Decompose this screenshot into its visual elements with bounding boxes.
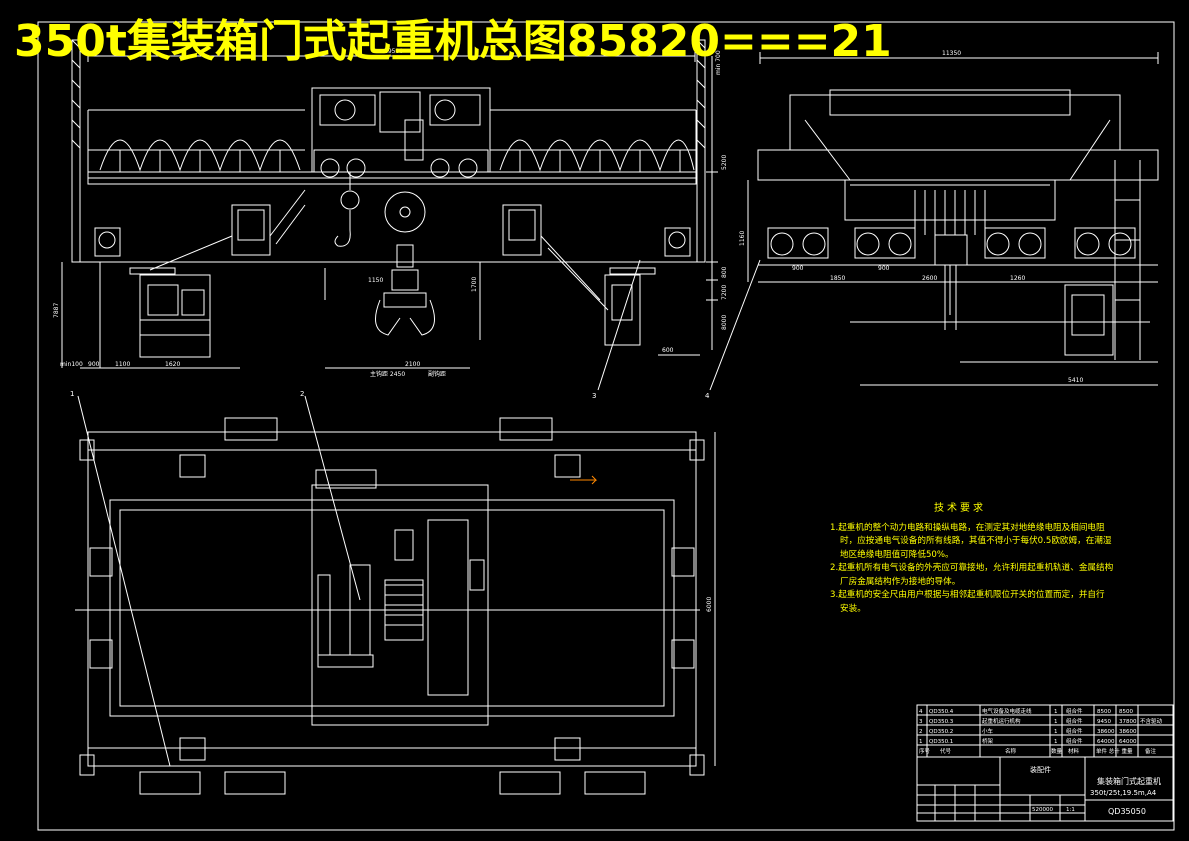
dim-front-right-h3: 8000 xyxy=(721,315,728,330)
bom-row-material: 组合件 xyxy=(1066,737,1083,745)
dim-side-2600: 2600 xyxy=(922,275,937,282)
dim-side-top: 11350 xyxy=(942,50,961,57)
bom-row-name: 电气设备及电缆走线 xyxy=(982,707,1032,715)
bom-row-name: 小车 xyxy=(982,727,994,735)
bom-row-w1: 9450 xyxy=(1097,719,1111,725)
tech-req-line: 安装。 xyxy=(840,603,866,614)
dim-front-min: min100 xyxy=(60,361,83,368)
dim-front-bottom-4: 1150 xyxy=(368,277,383,284)
bom-header-name: 名称 xyxy=(1005,747,1017,755)
dim-front-left-height: 7887 xyxy=(53,303,60,318)
tech-req-line: 3.起重机的安全尺由用户根据与相邻起重机限位开关的位置而定，并自行 xyxy=(830,590,1105,600)
bom-row-w1: 8500 xyxy=(1097,709,1111,715)
tech-req-line: 地区绝缘电阻值可降低50%。 xyxy=(840,549,954,560)
dim-side-900a: 900 xyxy=(792,265,804,272)
dim-front-right-height: 5200 xyxy=(721,155,728,170)
bom-row-material: 组合件 xyxy=(1066,727,1083,735)
bom-header-note: 备注 xyxy=(1145,747,1157,755)
orange-marker xyxy=(570,475,598,485)
callout-3: 3 xyxy=(592,392,596,400)
side-elevation-view xyxy=(747,52,1159,386)
title-block xyxy=(916,756,1174,822)
bom-header-material: 材料 xyxy=(1068,747,1080,755)
bom-header-weight: 单件 总计 重量 xyxy=(1096,747,1133,755)
bom-row-name: 桥架 xyxy=(982,737,994,745)
bom-row-qty: 1 xyxy=(1054,719,1058,725)
bom-row-qty: 1 xyxy=(1054,729,1058,735)
bom-row-code: QD350.3 xyxy=(929,719,954,725)
bom-row-code: QD350.1 xyxy=(929,739,953,745)
plan-view xyxy=(75,417,716,795)
bom-row-no: 3 xyxy=(919,719,923,725)
dim-side-1160: 1160 xyxy=(739,231,746,246)
bom-header-no: 序号 xyxy=(919,747,931,755)
drawing-border xyxy=(37,21,1175,831)
bom-header-qty: 数量 xyxy=(1051,747,1063,755)
bom-row-w2: 8500 xyxy=(1119,709,1133,715)
dim-front-label-right: 副钩距 xyxy=(428,370,446,378)
bom-row-code: QD350.2 xyxy=(929,729,953,735)
bom-row-material: 组合件 xyxy=(1066,717,1083,725)
callout-1: 1 xyxy=(70,390,74,398)
dim-side-1260: 1260 xyxy=(1010,275,1025,282)
bom-row-qty: 1 xyxy=(1054,739,1058,745)
callout-4: 4 xyxy=(705,392,710,400)
bom-row-w1: 38600 xyxy=(1097,729,1115,735)
tech-req-line: 2.起重机所有电气设备的外壳应可靠接地，允许利用起重机轨道、金属结构 xyxy=(830,563,1114,573)
bom-header-code: 代号 xyxy=(940,747,952,755)
dim-front-bottom-3: 1620 xyxy=(165,361,180,368)
dim-front-right-small: 800 xyxy=(721,266,728,278)
bom-row-w2: 37800 xyxy=(1119,719,1137,725)
drawing-title: 350t集装箱门式起重机总图85820===21 xyxy=(14,16,892,67)
bom-row-no: 4 xyxy=(919,709,923,715)
technical-requirements: 技术要求 1.起重机的整个动力电路和操纵电路，在测定其对地绝缘电阻及相间电阻 时… xyxy=(830,502,1130,616)
title-block-weight: 520000 xyxy=(1032,807,1053,813)
title-block-drawing-no: QD35050 xyxy=(1108,807,1146,816)
callout-2: 2 xyxy=(300,390,304,398)
bom-row-w1: 64000 xyxy=(1097,739,1115,745)
dim-side-bottom: 5410 xyxy=(1068,377,1083,384)
dim-side-900b: 900 xyxy=(878,265,890,272)
tech-req-line: 厂房金属结构作为接地的导体。 xyxy=(840,576,961,587)
bom-row-no: 1 xyxy=(919,739,923,745)
tech-req-line: 时，应按通电气设备的所有线路，其值不得小于每伏0.5欧欧姆，在潮湿 xyxy=(840,536,1112,546)
tech-req-line: 1.起重机的整个动力电路和操纵电路，在测定其对地绝缘电阻及相间电阻 xyxy=(830,522,1105,533)
dim-front-top-right: min 700 xyxy=(715,50,722,75)
front-elevation-view xyxy=(61,39,718,369)
dim-front-label-left: 主钩距 2450 xyxy=(370,370,405,378)
title-block-scale: 1:1 xyxy=(1066,807,1075,813)
dim-front-top: 19500 xyxy=(384,48,403,55)
title-block-spec: 350t/25t,19.5m,A4 xyxy=(1090,789,1157,797)
bom-row-code: QD350.4 xyxy=(929,709,954,715)
title-block-assembly: 装配件 xyxy=(1030,765,1051,774)
dim-front-bottom-2: 1100 xyxy=(115,361,130,368)
title-block-drawing-name: 集装箱门式起重机 xyxy=(1097,776,1161,786)
dim-side-1850: 1850 xyxy=(830,275,845,282)
bom-row-name: 起重机运行机构 xyxy=(982,717,1021,725)
bom-row-material: 组合件 xyxy=(1066,707,1083,715)
dim-front-600: 600 xyxy=(662,347,674,354)
bom-row-w2: 38600 xyxy=(1119,729,1137,735)
technical-requirements-heading: 技术要求 xyxy=(934,503,986,514)
bom-row-no: 2 xyxy=(919,729,923,735)
dim-front-bottom-5: 2100 xyxy=(405,361,420,368)
bom-row-w2: 64000 xyxy=(1119,739,1137,745)
dim-front-bottom-1: 900 xyxy=(88,361,100,368)
bom-row-note: 不含驱动 xyxy=(1140,717,1163,725)
dim-plan-right: 6000 xyxy=(706,597,713,612)
dim-front-right-h2: 7200 xyxy=(721,285,728,300)
bom-row-qty: 1 xyxy=(1054,709,1058,715)
dim-front-bottom-6: 1700 xyxy=(471,277,478,292)
